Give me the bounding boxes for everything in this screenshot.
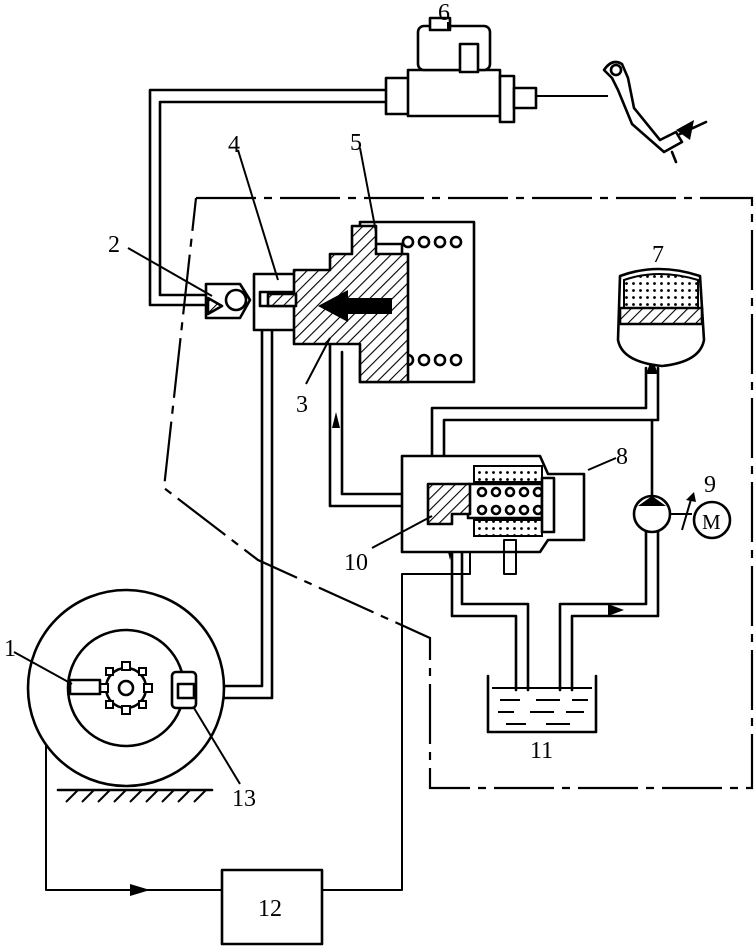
flow-arrows	[130, 358, 658, 896]
label-11: 11	[530, 738, 553, 764]
ground-line	[56, 788, 214, 803]
motor-label: M	[702, 510, 721, 534]
label-7: 7	[652, 242, 664, 268]
label-4: 4	[228, 132, 240, 158]
label-5: 5	[350, 130, 362, 156]
accumulator	[616, 267, 706, 368]
fluid-reservoir	[486, 674, 598, 734]
electric-motor	[692, 500, 732, 540]
pressure-modulator	[252, 220, 476, 384]
label-3: 3	[296, 392, 308, 418]
label-9: 9	[704, 472, 716, 498]
tone-ring-icon	[99, 661, 153, 715]
brake-pedal	[536, 60, 708, 164]
leader-lines	[13, 22, 617, 785]
master-cylinder	[384, 16, 538, 124]
label-12: 12	[258, 896, 282, 922]
label-13: 13	[232, 786, 256, 812]
callout-labels: 1 2 3 4 5 6 7 8 9 10 11 12 13 M	[4, 0, 721, 922]
label-8: 8	[616, 444, 628, 470]
label-2: 2	[108, 232, 120, 258]
control-signal-lines	[162, 196, 754, 790]
label-6: 6	[438, 0, 450, 26]
label-1: 1	[4, 636, 16, 662]
piston-motion-arrow	[318, 290, 392, 322]
isolation-valve	[204, 282, 252, 320]
wheel-assembly	[26, 588, 226, 788]
control-unit	[220, 868, 324, 946]
hydraulic-pump	[632, 492, 696, 534]
label-10: 10	[344, 550, 368, 576]
solenoid-valve	[400, 454, 586, 575]
